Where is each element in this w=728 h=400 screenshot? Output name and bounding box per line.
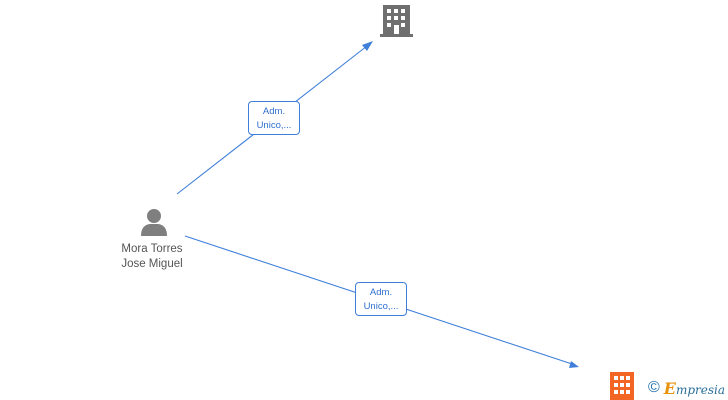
edge-label-line1: Adm. [262, 106, 286, 117]
person-name-label[interactable]: Mora Torres Jose Miguel [97, 242, 207, 272]
edge-label-bottom[interactable]: Adm. Unico,... [355, 282, 407, 316]
edge-label-top[interactable]: Adm. Unico,... [248, 101, 300, 135]
building-icon[interactable] [610, 372, 634, 400]
edge-label-line2: Unico,... [256, 120, 292, 131]
brand-initial: E [663, 378, 676, 398]
watermark: © Empresia [648, 378, 725, 398]
building-icon[interactable] [380, 5, 413, 37]
person-icon[interactable] [141, 209, 167, 236]
edge-label-line1: Adm. [369, 287, 393, 298]
arrowhead-bottom-icon [569, 361, 579, 368]
brand-logo: Empresia [664, 379, 725, 398]
person-name-line1: Mora Torres [121, 243, 183, 255]
arrowhead-top-icon [362, 41, 373, 51]
person-name-line2: Jose Miguel [121, 258, 183, 270]
brand-name: mpresia [676, 382, 726, 397]
edge-label-line2: Unico,... [363, 301, 399, 312]
copyright-symbol: © [648, 379, 660, 396]
